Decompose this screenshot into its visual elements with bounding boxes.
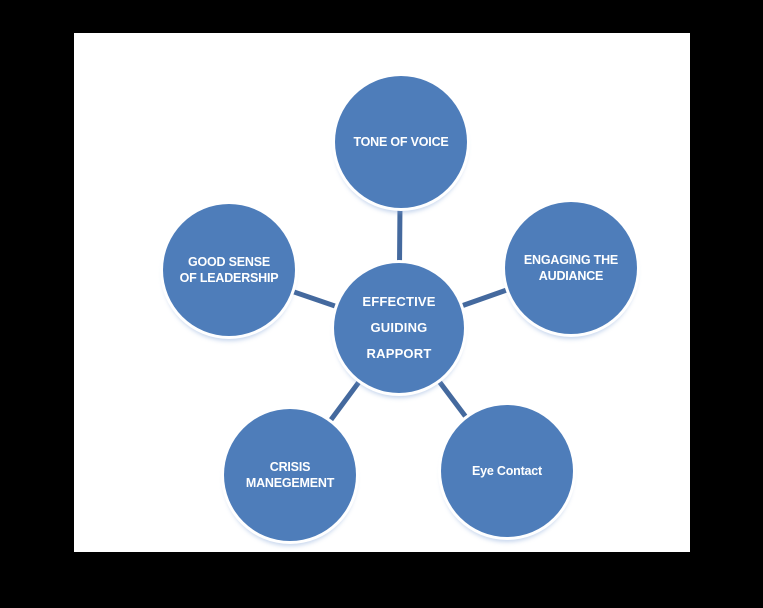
node-tone-of-voice: TONE OF VOICE xyxy=(335,76,467,208)
node-effective-guiding-rapport: EFFECTIVE GUIDING RAPPORT xyxy=(334,263,464,393)
node-label-line: GOOD SENSE xyxy=(187,255,271,269)
node-label-line: AUDIANCE xyxy=(538,269,604,283)
diagram-canvas: TONE OF VOICE ENGAGING THE AUDIANCE GOOD… xyxy=(74,33,690,552)
node-label: TONE OF VOICE xyxy=(353,134,448,150)
node-label: CRISIS MANEGEMENT xyxy=(246,459,334,491)
node-label: ENGAGING THE AUDIANCE xyxy=(524,252,618,284)
node-good-sense-of-leadership: GOOD SENSE OF LEADERSHIP xyxy=(163,204,295,336)
node-label-line: MANEGEMENT xyxy=(245,476,335,490)
node-engaging-the-audiance: ENGAGING THE AUDIANCE xyxy=(505,202,637,334)
center-node-label: EFFECTIVE GUIDING RAPPORT xyxy=(362,289,435,367)
center-label-line: RAPPORT xyxy=(366,346,432,361)
node-label-line: ENGAGING THE xyxy=(523,253,619,267)
node-label-line: Eye Contact xyxy=(471,464,543,478)
center-label-line: EFFECTIVE xyxy=(362,294,436,309)
node-label: GOOD SENSE OF LEADERSHIP xyxy=(180,254,279,286)
node-label-line: OF LEADERSHIP xyxy=(179,271,279,285)
node-label-line: TONE OF VOICE xyxy=(353,135,449,149)
node-label-line: CRISIS xyxy=(269,460,311,474)
node-label: Eye Contact xyxy=(472,463,542,479)
center-label-line: GUIDING xyxy=(370,320,428,335)
node-eye-contact: Eye Contact xyxy=(441,405,573,537)
node-crisis-manegement: CRISIS MANEGEMENT xyxy=(224,409,356,541)
